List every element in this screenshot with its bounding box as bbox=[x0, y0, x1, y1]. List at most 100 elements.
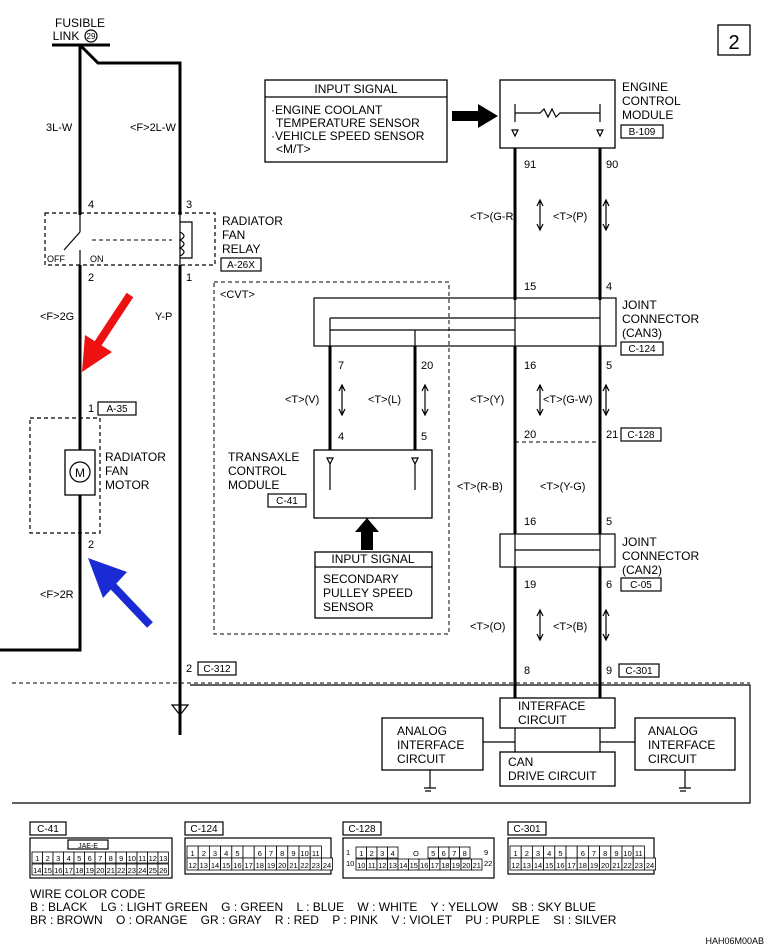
can3-label-3: (CAN3) bbox=[622, 326, 662, 340]
connector-pin-number: 6 bbox=[442, 849, 446, 858]
input-arrow-icon bbox=[452, 104, 498, 128]
pin-label: 5 bbox=[606, 360, 612, 372]
connector-pin-number: 12 bbox=[378, 861, 386, 870]
analog-left-label-2: INTERFACE bbox=[397, 738, 464, 752]
pin-label: 19 bbox=[524, 579, 536, 591]
red-arrow-icon bbox=[82, 335, 112, 372]
connector-pin-number: 19 bbox=[86, 866, 94, 875]
wire-label: <T>(R-B) bbox=[457, 481, 503, 493]
connector-pin-number: 17 bbox=[65, 866, 73, 875]
connector-pin-number: 9 bbox=[119, 854, 123, 863]
connector-pin-number: O bbox=[413, 849, 419, 858]
connector-pin-number: 16 bbox=[556, 861, 564, 870]
pin-label: 16 bbox=[524, 516, 536, 528]
blue-arrow-icon bbox=[88, 558, 127, 598]
can2-internal-bus bbox=[514, 534, 601, 567]
motor-connector: A-35 bbox=[106, 404, 128, 415]
bidirectional-arrow-icon bbox=[536, 198, 544, 232]
connector-pin-number: 15 bbox=[222, 861, 230, 870]
c301-view-label: C-301 bbox=[513, 824, 541, 835]
wire-label: <T>(V) bbox=[285, 394, 319, 406]
connector-pin-number: 5 bbox=[431, 849, 435, 858]
connector-pin-number: 5 bbox=[235, 849, 239, 858]
interface-circuit-box bbox=[499, 697, 616, 729]
c312-connector: C-312 bbox=[203, 664, 231, 675]
connector-pin-number: 9 bbox=[484, 848, 488, 857]
analog-interface-right-box bbox=[634, 717, 736, 771]
pin-label: 90 bbox=[606, 159, 618, 171]
connector-pin-number: 23 bbox=[128, 866, 136, 875]
connector-pin-number: 9 bbox=[291, 849, 295, 858]
connector-pin-cell bbox=[471, 858, 483, 871]
ecm-input-title: INPUT SIGNAL bbox=[314, 82, 397, 96]
relay-connector: A-26X bbox=[227, 260, 255, 271]
wire-label: <T>(Y-G) bbox=[540, 481, 585, 493]
ecm-label: ENGINE bbox=[622, 80, 668, 94]
ecm-label-3: MODULE bbox=[622, 108, 673, 122]
connector-pin-number: 5 bbox=[558, 849, 562, 858]
c41-header: JAE-E bbox=[78, 843, 98, 850]
connector-pin-number: 13 bbox=[389, 861, 397, 870]
wire-label-f2g: <F>2G bbox=[40, 311, 74, 323]
analog-interface-left-box bbox=[381, 717, 484, 771]
can3-internal-pass bbox=[514, 300, 601, 346]
cvt-label: <CVT> bbox=[220, 289, 255, 301]
can3-internal-bus bbox=[329, 317, 600, 346]
c301-housing bbox=[507, 837, 655, 875]
wire-label: <T>(P) bbox=[553, 211, 587, 223]
pin-label: 2 bbox=[88, 539, 94, 551]
connector-pin-number: 7 bbox=[269, 849, 273, 858]
can2-connector-box bbox=[620, 577, 662, 592]
ecm-label-2: CONTROL bbox=[622, 94, 681, 108]
wire-color-code-title: WIRE COLOR CODE bbox=[30, 887, 145, 901]
connector-pin-number: 11 bbox=[312, 849, 320, 858]
connector-pin-number: 3 bbox=[380, 849, 384, 858]
connector-pin-number: 10 bbox=[357, 861, 365, 870]
c124-housing bbox=[184, 837, 332, 875]
wire-color-code-line-2: BR : BROWN O : ORANGE GR : GRAY R : RED … bbox=[30, 913, 617, 927]
connector-pin-number: 13 bbox=[200, 861, 208, 870]
analog-right-label: ANALOG bbox=[648, 724, 698, 738]
pin-label: 20 bbox=[421, 360, 433, 372]
c41-header-box bbox=[67, 839, 109, 850]
connector-pin-number: 12 bbox=[149, 854, 157, 863]
connector-pin-number: 11 bbox=[368, 861, 376, 870]
c128-connector: C-128 bbox=[627, 430, 655, 441]
bidirectional-arrow-icon bbox=[536, 608, 544, 642]
pin-label: 4 bbox=[338, 431, 344, 443]
motor-label-3: MOTOR bbox=[105, 478, 150, 492]
connector-pin-number: 3 bbox=[213, 849, 217, 858]
connector-pin-number: 13 bbox=[159, 854, 167, 863]
connector-pin-number: 4 bbox=[547, 849, 551, 858]
fusible-link-number-circle bbox=[84, 29, 98, 43]
connector-pin-number: 1 bbox=[35, 854, 39, 863]
connector-pin-number: 14 bbox=[33, 866, 41, 875]
can-drive-label: CAN bbox=[508, 755, 533, 769]
ecm-input-line: ·ENGINE COOLANT bbox=[271, 103, 383, 117]
connector-pin-number: 9 bbox=[614, 849, 618, 858]
relay-label-3: RELAY bbox=[222, 242, 260, 256]
connector-pin-number: 8 bbox=[603, 849, 607, 858]
pin-label: 5 bbox=[606, 516, 612, 528]
connector-pin-number: 10 bbox=[623, 849, 631, 858]
wire-label-f2l-w: <F>2L-W bbox=[130, 122, 176, 134]
relay-connector-box bbox=[220, 257, 262, 272]
connector-pin-number: 15 bbox=[44, 866, 52, 875]
connector-pin-number: 18 bbox=[256, 861, 264, 870]
tcm-input-line: SENSOR bbox=[323, 600, 374, 614]
connector-pin-number: 22 bbox=[300, 861, 308, 870]
connector-pin-number: 15 bbox=[545, 861, 553, 870]
connector-pin-number: 19 bbox=[590, 861, 598, 870]
ecm-connector-box bbox=[620, 124, 664, 139]
connector-pin-number: 6 bbox=[258, 849, 262, 858]
connector-pin-number: 16 bbox=[233, 861, 241, 870]
c128-connector-box bbox=[620, 427, 662, 442]
ground-symbol bbox=[679, 770, 691, 792]
wire-color-code-line-1: B : BLACK LG : LIGHT GREEN G : GREEN L :… bbox=[30, 900, 596, 914]
meter-outline bbox=[12, 684, 751, 804]
fusible-link-label-2: LINK bbox=[53, 29, 80, 43]
connector-pin-cell bbox=[565, 845, 578, 859]
engine-control-module-box bbox=[499, 79, 616, 149]
connector-pin-number: 15 bbox=[410, 861, 418, 870]
